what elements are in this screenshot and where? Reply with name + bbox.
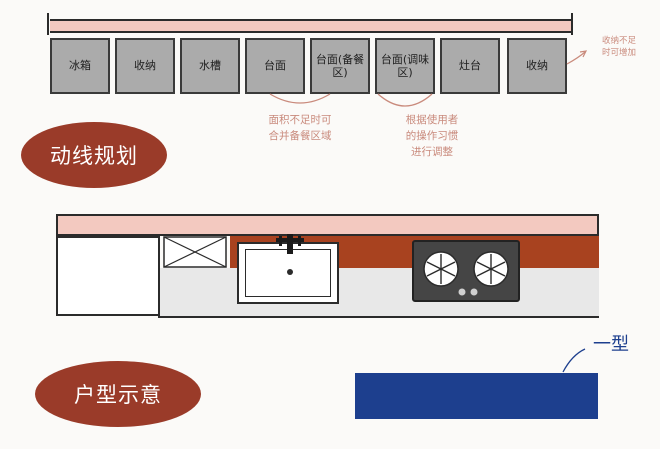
module-seasoning-counter: 台面(调味区)	[375, 38, 435, 94]
faucet-icon	[276, 234, 304, 275]
fridge	[56, 236, 160, 316]
module-storage-2: 收纳	[507, 38, 567, 94]
module-sink: 水槽	[180, 38, 240, 94]
module-storage: 收纳	[115, 38, 175, 94]
note-prep: 面积不足时可 合并备餐区域	[268, 114, 332, 142]
module-fridge: 冰箱	[50, 38, 110, 94]
burner-right-icon	[473, 251, 509, 287]
module-countertop: 台面	[245, 38, 305, 94]
flow-title: 动线规划	[50, 144, 138, 168]
module-prep-counter: 台面(备餐区)	[310, 38, 370, 94]
burner-left-icon	[423, 251, 459, 287]
strip-right-end	[571, 13, 573, 35]
knob-left-icon	[458, 288, 466, 296]
storage-cabinet	[163, 236, 227, 268]
module-stove: 灶台	[440, 38, 500, 94]
strip-left-end	[47, 13, 49, 35]
wall-tiles	[56, 214, 599, 236]
flow-title-badge: 动线规划	[21, 122, 167, 188]
note-seasoning: 根据使用者 的操作习惯 进行调整	[405, 114, 459, 158]
layout-title-badge: 户型示意	[35, 361, 201, 427]
burner-icons	[423, 251, 509, 296]
knob-right-icon	[470, 288, 478, 296]
layout-title: 户型示意	[74, 383, 162, 407]
layout-label: 一型	[593, 334, 629, 355]
layout-bar	[355, 373, 598, 419]
wall-strip	[50, 19, 572, 33]
note-right: 收纳不足 时可增加	[601, 36, 636, 58]
countertop	[158, 268, 599, 318]
